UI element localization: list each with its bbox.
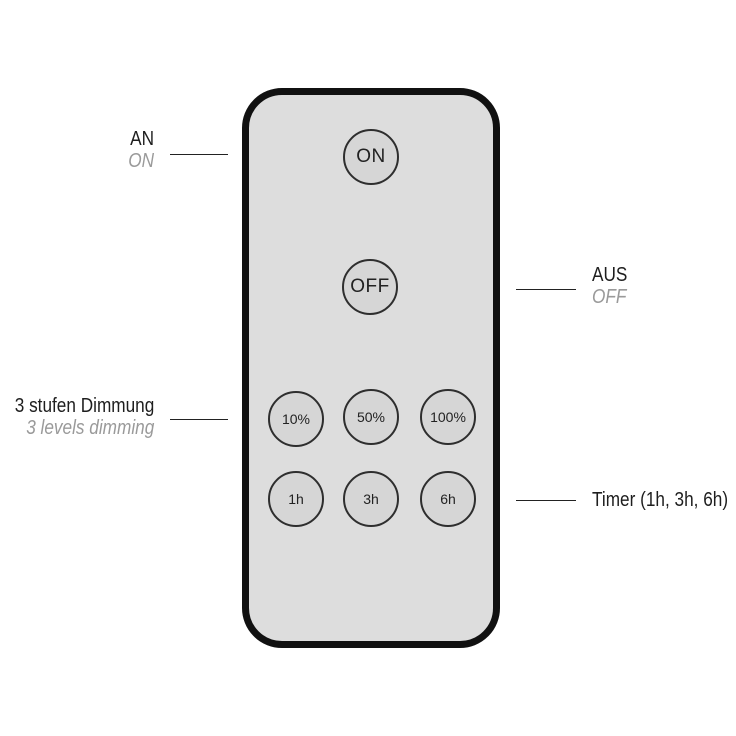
dim-10-button[interactable]: 10% (268, 391, 324, 447)
off-callout-label: AUS OFF (592, 264, 633, 308)
dim-100-button[interactable]: 100% (420, 389, 476, 445)
off-callout-leader-line (516, 289, 576, 290)
on-callout-leader-line (170, 154, 228, 155)
on-callout-label: AN ON (124, 128, 154, 172)
timer-callout-title: Timer (1h, 3h, 6h) (592, 489, 729, 511)
on-button[interactable]: ON (343, 129, 399, 185)
timer-6h-button[interactable]: 6h (420, 471, 476, 527)
timer-callout-label: Timer (1h, 3h, 6h) (592, 489, 736, 511)
timer-3h-button[interactable]: 3h (343, 471, 399, 527)
off-callout-subtitle: OFF (592, 286, 627, 308)
off-button[interactable]: OFF (342, 259, 398, 315)
dimming-callout-subtitle: 3 levels dimming (25, 417, 155, 439)
dim-50-button[interactable]: 50% (343, 389, 399, 445)
dimming-callout-leader-line (170, 419, 228, 420)
dimming-callout-title: 3 stufen Dimmung (14, 395, 154, 417)
on-callout-subtitle: ON (128, 150, 154, 172)
off-callout-title: AUS (592, 264, 628, 286)
on-callout-title: AN (130, 128, 154, 150)
timer-callout-leader-line (516, 500, 576, 501)
dimming-callout-label: 3 stufen Dimmung 3 levels dimming (0, 395, 154, 439)
timer-1h-button[interactable]: 1h (268, 471, 324, 527)
